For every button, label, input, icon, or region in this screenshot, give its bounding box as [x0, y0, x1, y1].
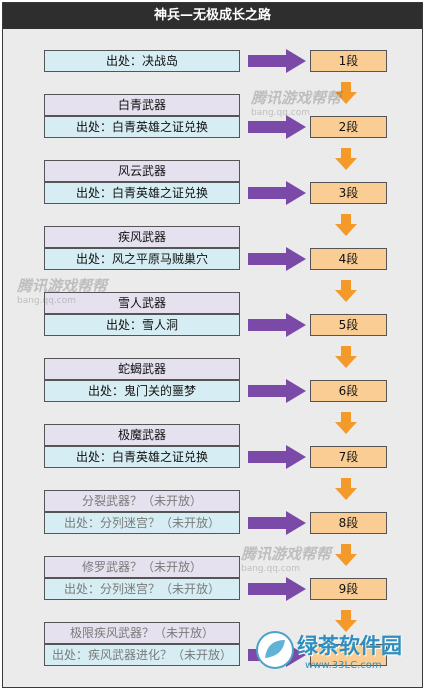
source-box-9: 出处：分列迷宫？（未开放） [44, 578, 240, 600]
stage-box-2: 2段 [310, 116, 387, 138]
right-arrow-icon [248, 115, 306, 139]
stage-box-1: 1段 [310, 50, 387, 72]
source-box-6: 出处：鬼门关的噩梦 [44, 380, 240, 402]
weapon-name-3: 风云武器 [44, 160, 240, 182]
watermark: 腾讯游戏帮帮 bang.qq.com [251, 87, 341, 118]
stage-box-7: 7段 [310, 446, 387, 468]
down-arrow-icon [335, 280, 357, 302]
stage-box-5: 5段 [310, 314, 387, 336]
watermark-text: 腾讯游戏帮帮 [241, 545, 332, 563]
down-arrow-icon [335, 148, 357, 170]
weapon-name-10: 极限疾风武器？（未开放） [44, 622, 240, 644]
stage-box-4: 4段 [310, 248, 387, 270]
stage-box-9: 9段 [310, 578, 387, 600]
down-arrow-icon [335, 610, 357, 632]
site-logo-text: 绿茶软件园 [297, 634, 402, 658]
weapon-name-2: 白青武器 [44, 94, 240, 116]
watermark: 腾讯游戏帮帮 bang.qq.com [17, 275, 107, 306]
down-arrow-icon [335, 478, 357, 500]
right-arrow-icon [248, 379, 306, 403]
down-arrow-icon [335, 544, 357, 566]
watermark-text: 腾讯游戏帮帮 [17, 277, 108, 295]
source-box-4: 出处：风之平原马贼巢穴 [44, 248, 240, 270]
weapon-name-7: 极魔武器 [44, 424, 240, 446]
watermark-url: bang.qq.com [241, 564, 301, 574]
watermark: 腾讯游戏帮帮 bang.qq.com [241, 543, 331, 574]
right-arrow-icon [248, 511, 306, 535]
right-arrow-icon [248, 313, 306, 337]
right-arrow-icon [248, 577, 306, 601]
right-arrow-icon [248, 247, 306, 271]
weapon-name-4: 疾风武器 [44, 226, 240, 248]
stage-box-10 [310, 644, 387, 666]
site-logo-url: www.33LC.com [305, 660, 382, 671]
weapon-name-5: 雪人武器 [44, 292, 240, 314]
watermark-text: 腾讯游戏帮帮 [251, 89, 342, 107]
weapon-name-8: 分裂武器？（未开放） [44, 490, 240, 512]
source-box-8: 出处：分列迷宫？（未开放） [44, 512, 240, 534]
diagram-title: 神兵—无极成长之路 [3, 3, 422, 29]
site-logo: 绿茶软件园 www.33LC.com [255, 628, 425, 688]
leaf-logo-icon [256, 631, 294, 669]
weapon-name-9: 修罗武器？（未开放） [44, 556, 240, 578]
stage-box-3: 3段 [310, 182, 387, 204]
right-arrow-icon [248, 181, 306, 205]
source-box-5: 出处：雪人洞 [44, 314, 240, 336]
watermark-url: bang.qq.com [251, 108, 311, 118]
down-arrow-icon [335, 214, 357, 236]
source-box-10: 出处：疾风武器进化？（未开放） [44, 644, 240, 666]
source-box-3: 出处：白青英雄之证兑换 [44, 182, 240, 204]
source-box-7: 出处：白青英雄之证兑换 [44, 446, 240, 468]
stage-box-8: 8段 [310, 512, 387, 534]
down-arrow-icon [335, 412, 357, 434]
right-arrow-icon [248, 445, 306, 469]
down-arrow-icon [335, 82, 357, 104]
watermark-url: bang.qq.com [17, 296, 77, 306]
weapon-name-6: 蛇蝎武器 [44, 358, 240, 380]
right-arrow-icon [248, 49, 306, 73]
down-arrow-icon [335, 346, 357, 368]
source-box-2: 出处：白青英雄之证兑换 [44, 116, 240, 138]
stage-box-6: 6段 [310, 380, 387, 402]
source-box-1: 出处：决战岛 [44, 50, 240, 72]
